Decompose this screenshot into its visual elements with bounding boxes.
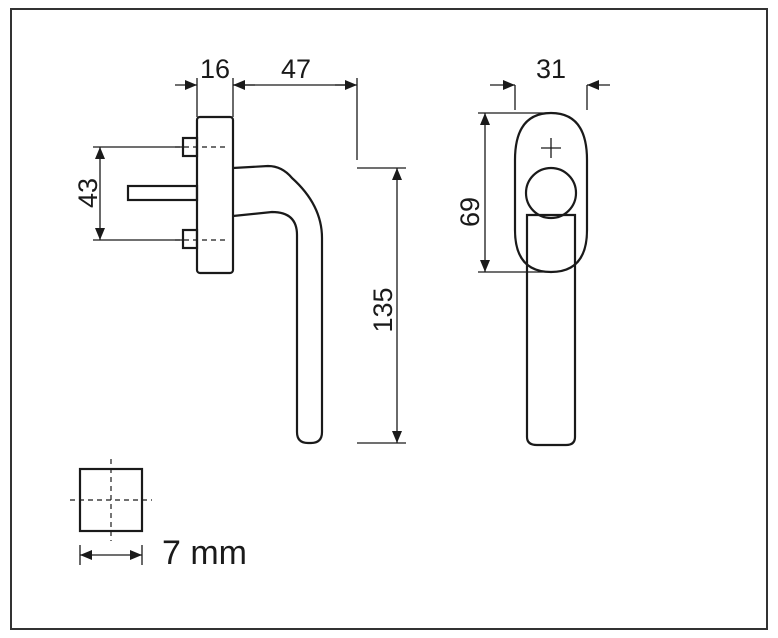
dimension-43-label: 43 xyxy=(73,178,103,208)
side-view: 16 47 43 135 xyxy=(73,54,406,445)
dimension-47-label: 47 xyxy=(281,54,311,84)
handle-lever-front xyxy=(525,213,577,447)
square-size-label: 7 mm xyxy=(162,534,247,572)
front-view: 31 69 xyxy=(455,54,610,447)
screw-bottom xyxy=(181,228,199,250)
dimension-135: 135 xyxy=(357,167,406,444)
handle-lever-side xyxy=(232,164,324,445)
dimension-31: 31 xyxy=(490,54,610,110)
dimension-31-label: 31 xyxy=(536,54,566,84)
rose-plate xyxy=(513,111,589,274)
dimension-69: 69 xyxy=(455,112,548,273)
dimension-135-label: 135 xyxy=(368,287,398,332)
dimension-47: 47 xyxy=(233,54,358,160)
spindle xyxy=(126,184,199,202)
dimension-69-label: 69 xyxy=(455,197,485,227)
dimension-16-label: 16 xyxy=(200,54,230,84)
dimension-43: 43 xyxy=(73,146,183,241)
square-spindle-detail: 7 mm xyxy=(70,459,247,572)
drawing-frame xyxy=(10,8,768,630)
handle-knob xyxy=(524,166,578,220)
